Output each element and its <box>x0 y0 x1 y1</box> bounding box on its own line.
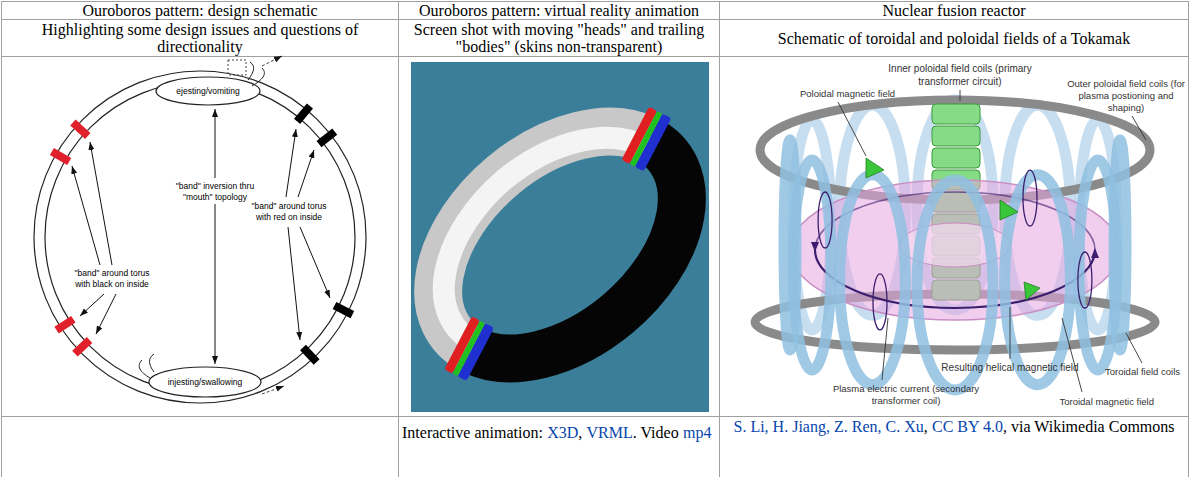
leader-line <box>838 90 1146 392</box>
vr-screenshot <box>373 62 746 422</box>
direction-arrow <box>262 386 284 394</box>
black-band <box>294 103 354 364</box>
caption-cell: Interactive animation:X3D, VRML. Videomp4 <box>402 424 716 441</box>
callout-label: Toroidal magnetic field <box>1026 396 1154 408</box>
toroidal-field-coil <box>784 140 796 350</box>
direction-arrow <box>262 56 282 66</box>
callout-label: ejesting/vomiting <box>158 86 258 97</box>
mouth-box <box>228 60 246 75</box>
solenoid-segment <box>932 126 980 146</box>
plasma-current-line <box>815 192 1095 250</box>
caption-link: S. Li, H. Jiang, Z. Ren, C. Xu <box>733 418 923 435</box>
column-subtitle: Highlighting some design issues and ques… <box>2 20 398 56</box>
caption-text: , via Wikimedia Commons <box>1003 418 1175 435</box>
callout-label: "band" around torus with black on inside <box>70 268 154 289</box>
column-subtitle: Schematic of toroidal and poloidal field… <box>720 20 1188 56</box>
column-subtitle: Screen shot with moving "heads" and trai… <box>399 20 719 56</box>
caption-link: VRML <box>587 424 633 441</box>
poloidal-field-arrow <box>866 158 1040 300</box>
plasma-current-line <box>815 250 1095 308</box>
head-detail <box>139 354 154 378</box>
callout-label: Outer poloidal field coils (for plasma p… <box>1066 78 1186 114</box>
solenoid-segment <box>932 104 980 124</box>
helical-field-line <box>1023 170 1037 226</box>
tokamak-illustration <box>755 90 1155 392</box>
callout-label: Poloidal magnetic field <box>800 88 925 100</box>
column-header: Ouroboros pattern: design schematic <box>2 2 398 19</box>
toroidal-field-coil <box>917 180 993 390</box>
callout-label: Plasma electric current (secondary trans… <box>825 383 987 407</box>
toroidal-field-coil <box>840 175 906 385</box>
caption-link: X3D <box>547 424 578 441</box>
red-band <box>50 120 92 357</box>
solenoid-segment <box>932 148 980 168</box>
snake-head <box>149 367 261 397</box>
caption-link: CC BY 4.0 <box>932 418 1003 435</box>
snake-head <box>156 77 260 105</box>
ouroboros-schematic <box>34 56 366 403</box>
callout-label: Inner poloidal field coils (primary tran… <box>878 63 1042 88</box>
helical-field-line <box>1078 252 1092 308</box>
toroidal-field-coil <box>1005 175 1071 385</box>
caption-text: Interactive animation: <box>402 424 543 441</box>
callout-label: Toroidal field coils <box>1100 366 1180 378</box>
caption-text: . Video <box>633 424 679 441</box>
snake-body-white <box>395 89 679 353</box>
callout-label: Resulting helical magnetic field <box>920 362 1100 375</box>
callout-label: injesting/swallowing <box>150 377 260 388</box>
column-header: Nuclear fusion reactor <box>720 2 1188 19</box>
caption-cell: S. Li, H. Jiang, Z. Ren, C. Xu,CC BY 4.0… <box>722 418 1186 435</box>
callout-label: "band" around torus with red on inside <box>247 201 331 222</box>
caption-text: , <box>924 418 928 435</box>
helical-field-line <box>818 192 832 248</box>
helical-field-line <box>873 274 887 330</box>
column-header: Ouroboros pattern: virtual reality anima… <box>399 2 719 19</box>
leader-arrow <box>72 109 330 364</box>
snake-head-disks <box>621 107 671 172</box>
caption-link: mp4 <box>683 424 711 441</box>
callout-label: "band" inversion thru "mouth" topology <box>170 181 260 202</box>
caption-text: , <box>578 424 582 441</box>
snake-head-disks <box>444 316 494 381</box>
toroidal-field-coil <box>1079 160 1117 370</box>
